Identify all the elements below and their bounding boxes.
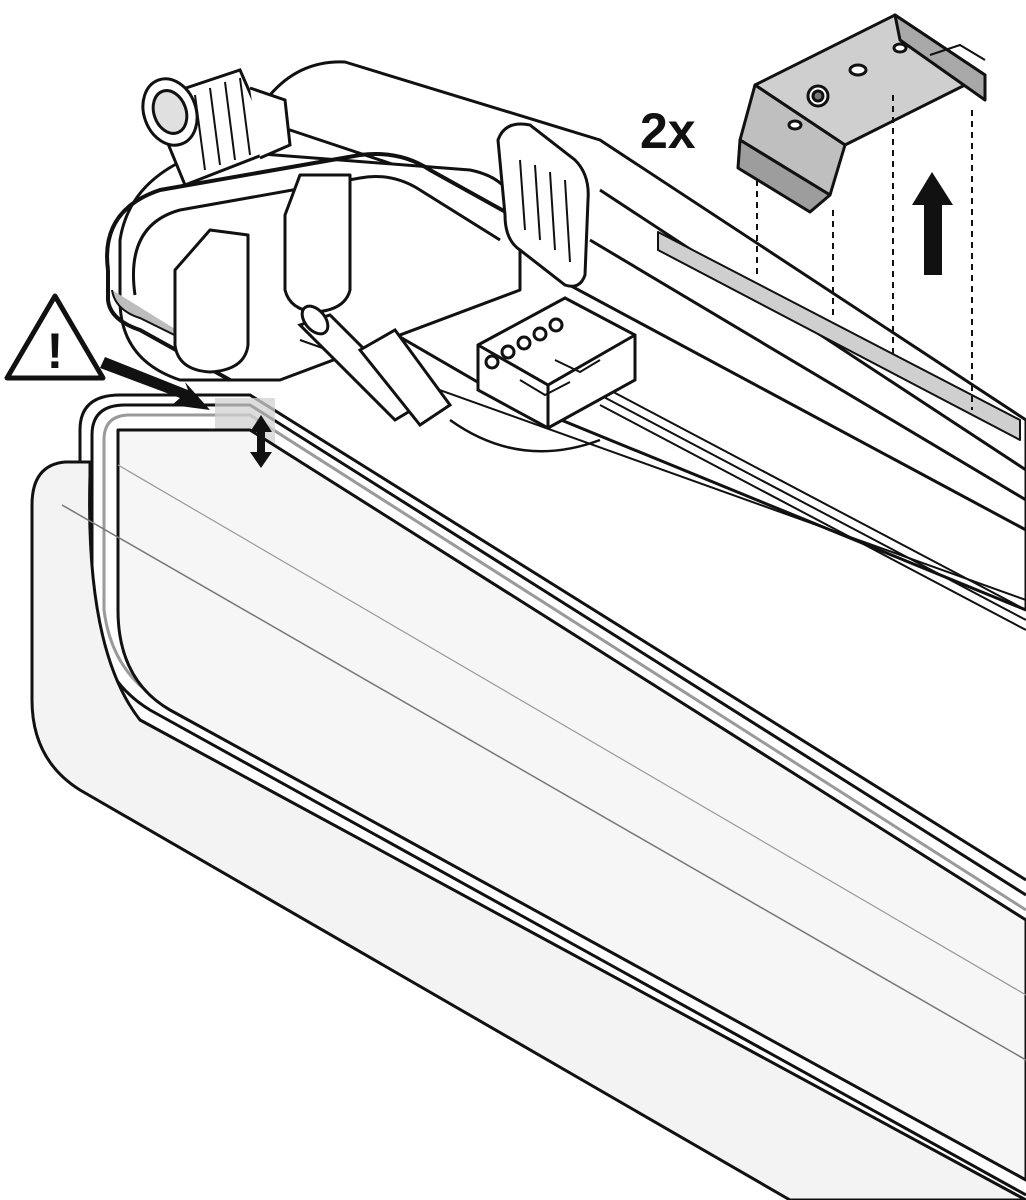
arrow-up-icon [912, 172, 953, 275]
warning-triangle-icon: ! [4, 293, 106, 381]
cable-strap [496, 122, 590, 288]
diffuser-cover [30, 428, 1026, 1200]
warning-symbol: ! [47, 323, 64, 379]
luminaire-housing [105, 60, 1026, 631]
quantity-label: 2x [640, 103, 696, 159]
alignment-guide-lines [756, 95, 973, 410]
mounting-bracket [736, 13, 987, 214]
arrow-right-icon [100, 357, 210, 410]
double-arrow-vertical-icon [250, 415, 272, 468]
inline-component [297, 304, 601, 453]
cable-gland [141, 68, 292, 187]
terminal-block [476, 296, 637, 430]
